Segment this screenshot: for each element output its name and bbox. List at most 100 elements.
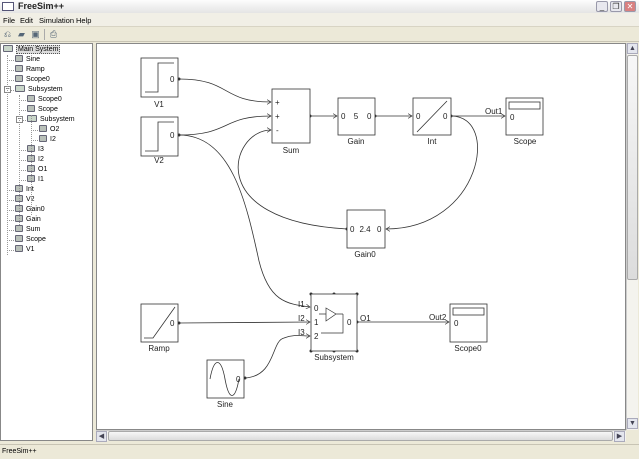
block-gain[interactable]: 0 5 0 Gain [337,97,376,146]
scroll-right-button[interactable]: ▶ [614,431,625,442]
block-icon [15,55,23,62]
tree-item-label: Sine [26,56,41,63]
block-icon [15,75,23,82]
diagram-canvas[interactable]: 0 V1 0 V2 + + - Sum 0 5 0 Gain 0 0 Int O… [96,43,626,430]
block-label: Sum [283,146,300,155]
print-icon[interactable]: ⎙ [49,29,58,39]
tree-connector [7,250,14,251]
tree-item[interactable]: Subsystem [15,85,63,95]
tree-item[interactable]: Scope0 [15,75,50,85]
port-label: 0 [341,112,346,121]
tree-connector [31,140,38,141]
tree-item[interactable]: Sine [15,55,40,65]
tree-connector [19,150,26,151]
tree-item[interactable]: Scope0 [27,95,62,105]
tree-item-root[interactable]: Main System [3,45,61,55]
open-model-icon[interactable]: ⎌ [3,29,12,39]
menu-bar: File Edit Simulation Help [0,13,639,27]
block-v1[interactable]: 0 V1 [140,57,179,109]
port-label: 0 [510,113,515,122]
menu-edit[interactable]: Edit [20,16,33,25]
tree-item-label: Sum [26,226,41,233]
close-button[interactable]: ✕ [624,1,636,12]
tree-item-label: Gain0 [26,206,45,213]
tree-item[interactable]: Scope [27,105,58,115]
tree-item[interactable]: O2 [39,125,59,135]
scope-screen-icon [452,307,485,316]
block-gain0[interactable]: 0 2.4 0 Gain0 [346,209,386,259]
tree-connector [19,170,26,171]
wire-v2-subsystem [178,134,310,307]
scroll-down-button[interactable]: ▼ [627,418,638,429]
sign-label: - [276,126,279,135]
menu-help[interactable]: Help [76,16,92,25]
tree-item-label: Subsystem [28,86,63,93]
restore-button[interactable]: ❐ [610,1,622,12]
tree-item-label: Scope0 [38,96,62,103]
block-sine[interactable]: 0 Sine [206,359,245,409]
tree-connector [31,115,32,215]
tree-connector [19,95,20,225]
tree-item[interactable]: V1 [15,245,35,255]
block-icon [15,65,23,72]
app-icon [2,2,14,11]
menu-file[interactable]: File [3,16,16,25]
tree-item-label: Scope [26,236,46,243]
input-label: I3 [298,328,305,337]
vertical-scroll-thumb[interactable] [627,55,638,280]
save-icon[interactable]: ▣ [31,29,40,39]
block-ramp[interactable]: 0 Ramp [140,303,179,353]
block-label: Ramp [148,344,170,353]
gain-value: 5 [354,112,359,121]
port-label: 2 [314,332,319,341]
tree-item[interactable]: I2 [39,135,56,145]
block-label: Scope0 [454,344,482,353]
tree-connector [7,55,8,255]
tree-item[interactable]: I1 [27,175,44,185]
port-label: 0 [347,318,352,327]
tree-item[interactable]: Ramp [15,65,45,75]
tree-item-label: Scope [38,106,58,113]
tree-item-label: Scope0 [26,76,50,83]
block-icon [39,135,47,142]
block-icon [15,245,23,252]
wire-label: Out2 [429,313,447,322]
menu-simulation[interactable]: Simulation [39,16,75,25]
port-label: 0 [170,319,175,328]
tree-item[interactable]: Sum [15,225,40,235]
tree-connector [7,200,14,201]
minimize-button[interactable]: _ [596,1,608,12]
sign-label: + [275,112,280,121]
block-scope0[interactable]: Out2 0 Scope0 [429,303,488,353]
open-folder-icon[interactable]: ▰ [18,29,25,39]
window-title: FreeSim++ [18,1,65,11]
block-v2[interactable]: 0 V2 [140,116,179,165]
scope-screen-icon [508,101,541,110]
tree-item[interactable]: Scope [15,235,46,245]
tree-item-label: Main System [16,45,61,54]
tree-connector [7,60,14,61]
block-label: Subsystem [314,353,354,362]
horizontal-scroll-thumb[interactable] [108,431,613,441]
scroll-left-button[interactable]: ◀ [96,431,107,442]
block-sum[interactable]: + + - Sum [271,88,311,155]
tree-item-label: I3 [38,146,44,153]
vertical-scrollbar[interactable]: ▲ ▼ [626,43,638,430]
block-label: Int [428,137,438,146]
diagram-svg[interactable]: 0 V1 0 V2 + + - Sum 0 5 0 Gain 0 0 Int O… [97,44,627,431]
horizontal-scrollbar[interactable]: ◀ ▶ [96,430,626,442]
tree-item[interactable]: Subsystem [27,115,75,125]
block-scope[interactable]: Out1 0 Scope [485,97,544,146]
tree-item[interactable]: I3 [27,145,44,155]
tree-item[interactable]: I2 [27,155,44,165]
scroll-up-button[interactable]: ▲ [627,43,638,54]
port-label: 0 [170,75,175,84]
tree-connector [19,180,26,181]
block-label: V1 [154,100,164,109]
block-int[interactable]: 0 0 Int [412,97,452,146]
port-label: 0 [236,375,241,384]
tree-connector [7,210,14,211]
block-subsystem[interactable]: I1 I2 I3 0 1 2 0 O1 Subsystem [298,293,371,362]
toolbar: ⎌ ▰ ▣ ⎙ [0,27,639,42]
